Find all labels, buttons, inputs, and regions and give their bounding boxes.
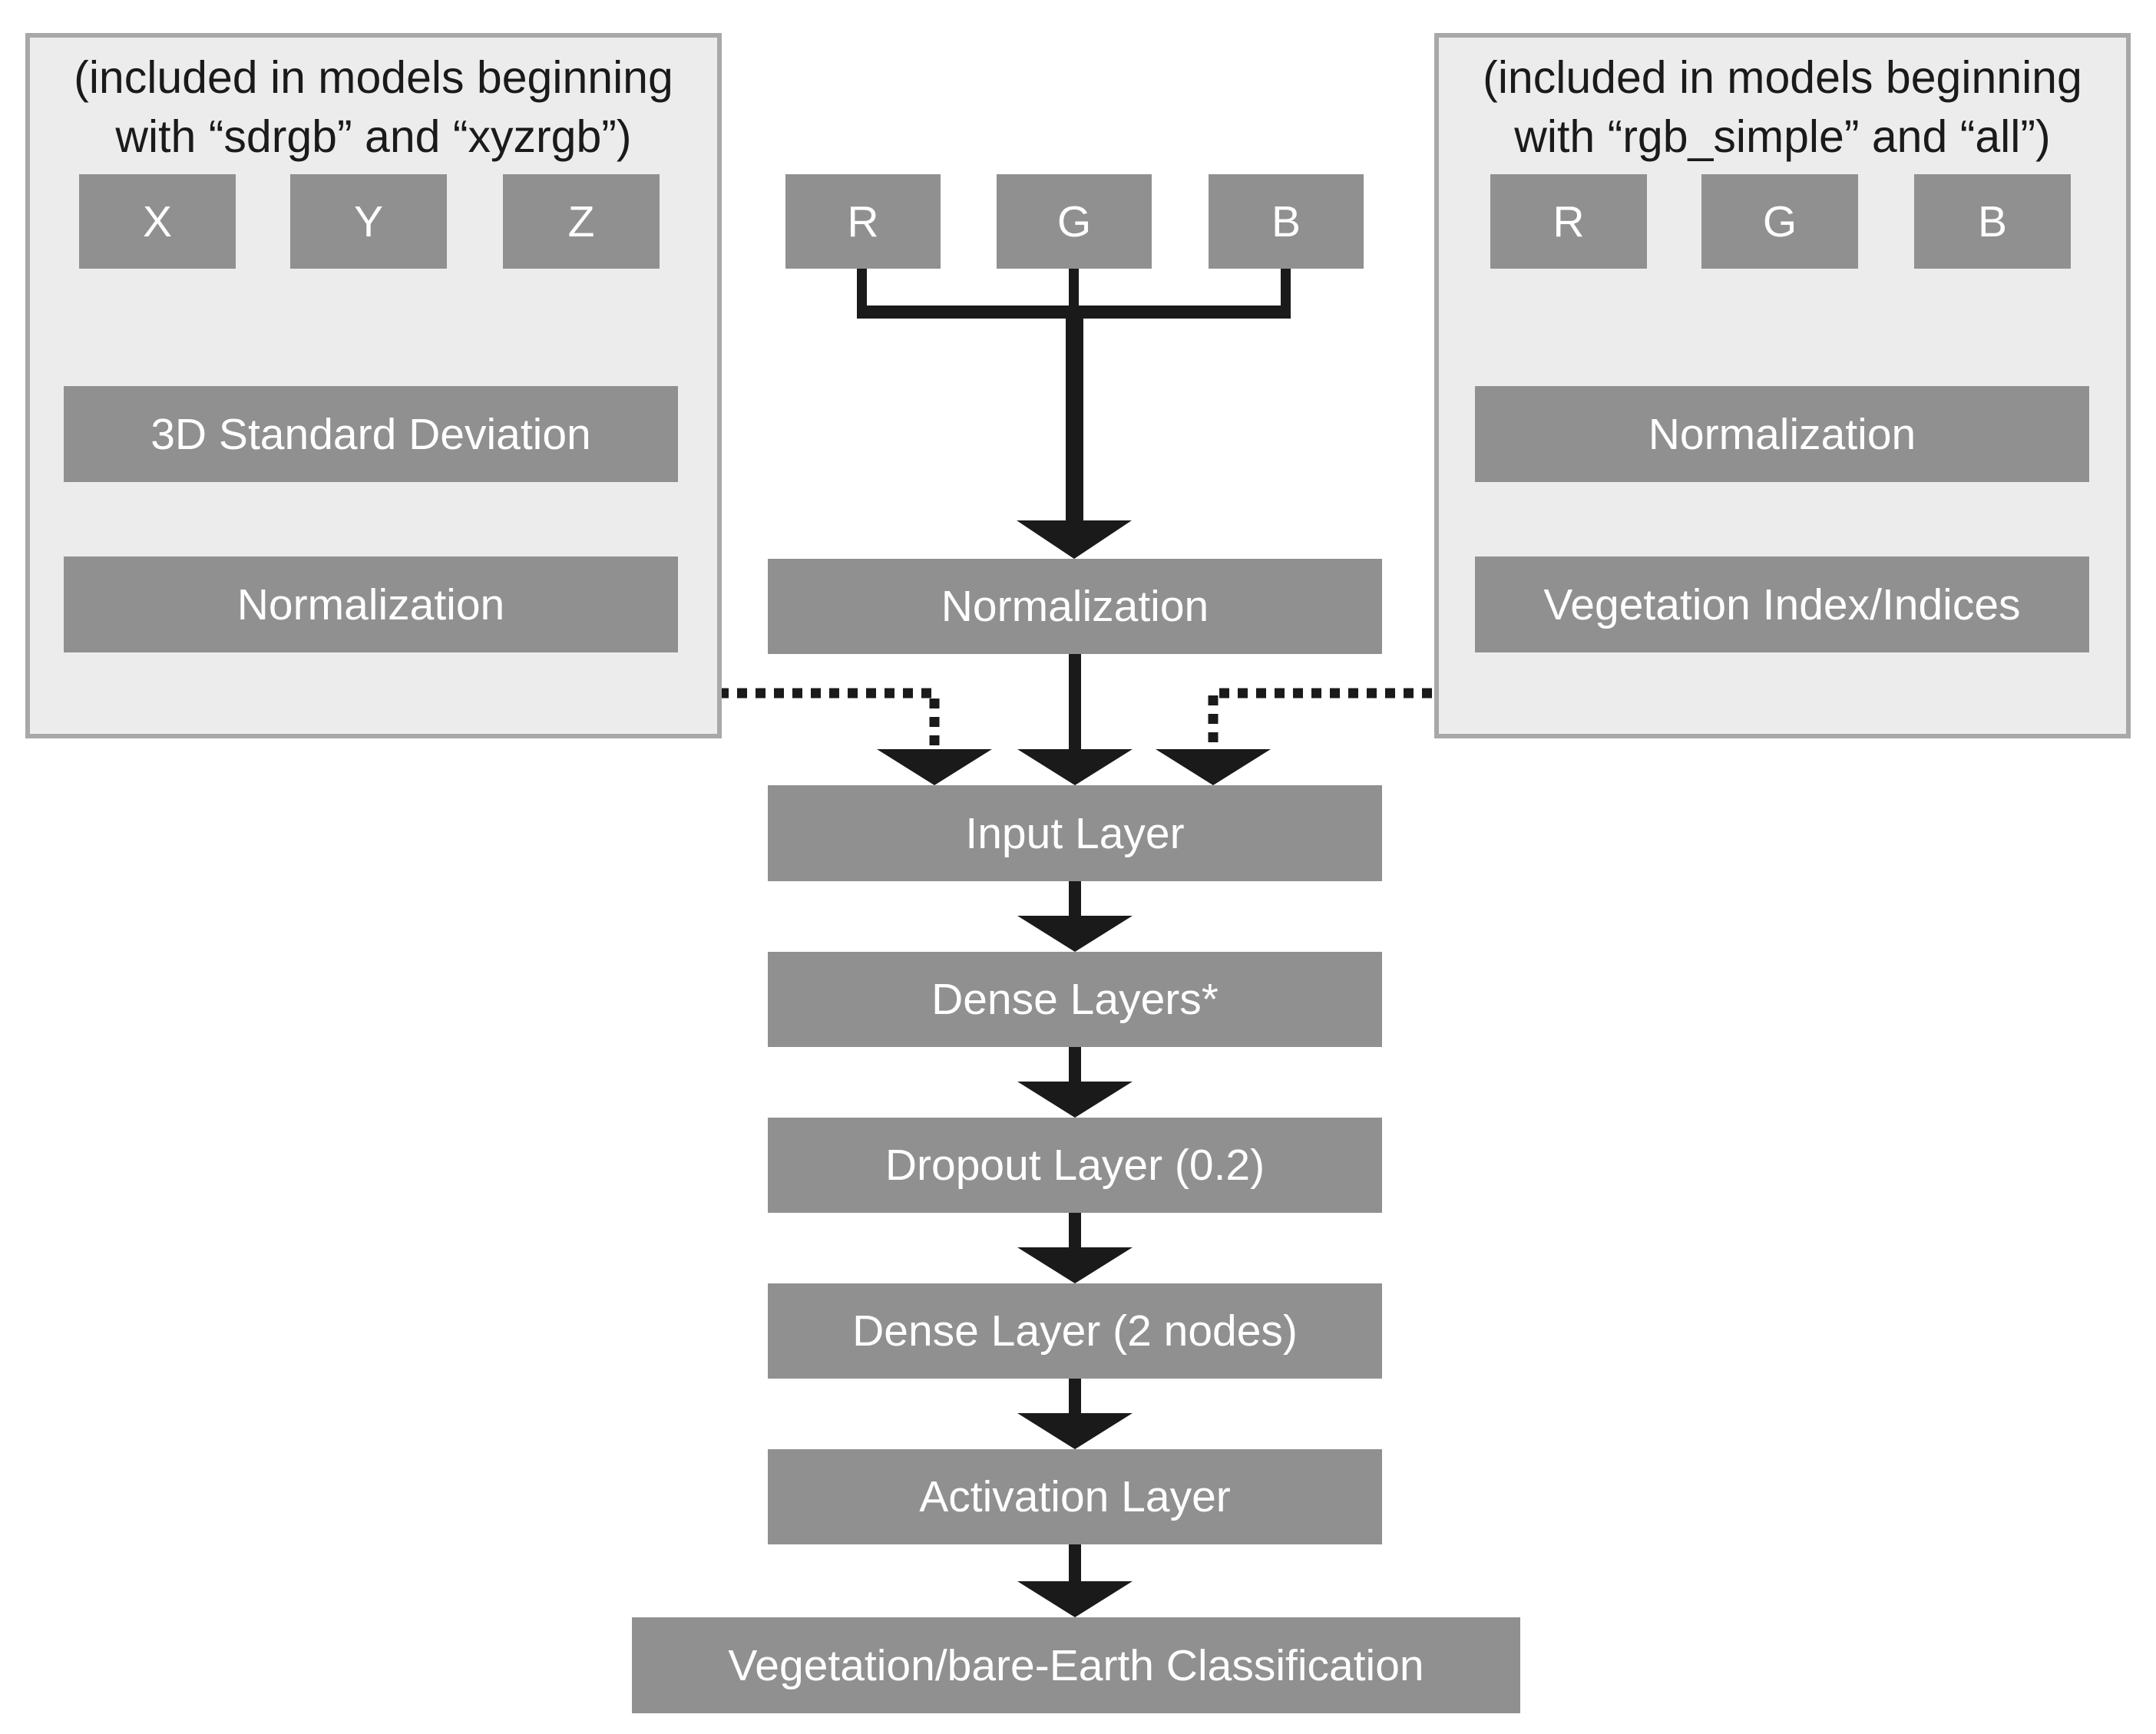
node-3d-standard-deviation: 3D Standard Deviation: [64, 386, 678, 482]
node-normalization-center: Normalization: [768, 559, 1382, 654]
node-normalization-right: Normalization: [1475, 386, 2089, 482]
node-normalization-left: Normalization: [64, 557, 678, 652]
left-panel-title-line2: with “sdrgb” and “xyzrgb”): [115, 111, 632, 162]
node-dense-layer-2-nodes: Dense Layer (2 nodes): [768, 1283, 1382, 1379]
node-b-center: B: [1209, 174, 1364, 269]
node-r-right: R: [1490, 174, 1647, 269]
node-b-right: B: [1914, 174, 2071, 269]
right-panel-title-line1: (included in models beginning: [1483, 52, 2082, 103]
center-merge-arrow-icon: [857, 267, 1291, 559]
node-activation-layer: Activation Layer: [768, 1449, 1382, 1544]
node-input-layer: Input Layer: [768, 785, 1382, 881]
node-r-center: R: [785, 174, 941, 269]
node-g-center: G: [997, 174, 1152, 269]
node-x: X: [79, 174, 236, 269]
node-g-right: G: [1701, 174, 1858, 269]
node-dropout-layer: Dropout Layer (0.2): [768, 1118, 1382, 1213]
center-step-arrow-icon: [1017, 652, 1133, 785]
right-panel-title: (included in models beginning with “rgb_…: [1439, 48, 2126, 167]
left-panel-title: (included in models beginning with “sdrg…: [30, 48, 717, 167]
node-y: Y: [290, 174, 447, 269]
node-vegetation-bare-earth-classification: Vegetation/bare-Earth Classification: [632, 1617, 1520, 1713]
node-dense-layers: Dense Layers*: [768, 952, 1382, 1047]
node-vegetation-index: Vegetation Index/Indices: [1475, 557, 2089, 652]
node-z: Z: [503, 174, 660, 269]
right-panel-title-line2: with “rgb_simple” and “all”): [1514, 111, 2051, 162]
left-panel-title-line1: (included in models beginning: [74, 52, 673, 103]
spine-arrows-icon: [1017, 880, 1133, 1617]
